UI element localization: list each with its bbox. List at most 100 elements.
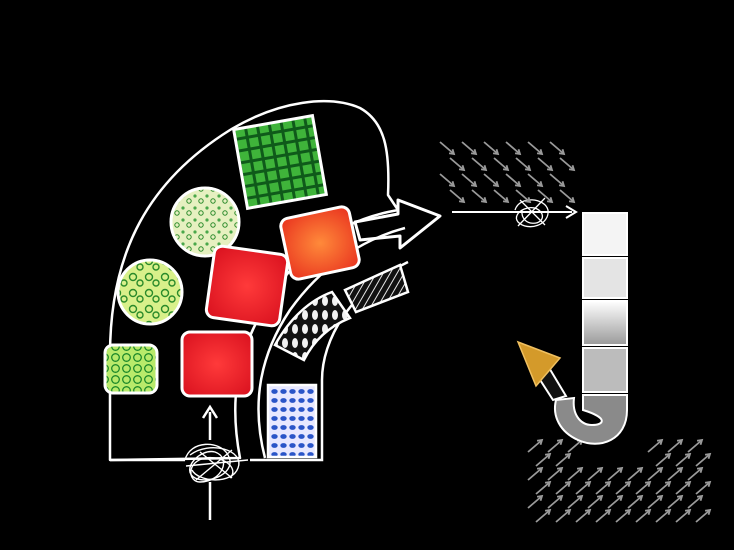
arrow-up-right-icon-head (624, 508, 632, 516)
arrow-down-right-icon (471, 189, 487, 203)
arrow-up-right-icon (535, 481, 551, 495)
arrow-up-right-icon-head (684, 480, 692, 488)
arrow-up-right-icon (675, 509, 691, 523)
arrow-up-right-icon (615, 481, 631, 495)
arrow-up-right-icon-head (556, 494, 564, 502)
arrow-up-right-icon (667, 467, 683, 481)
arrow-up-right-icon (555, 509, 571, 523)
arrow-up-right-icon (655, 453, 671, 467)
up-arrow-head-icon (201, 404, 219, 419)
arrow-up-right-icon-head (556, 466, 564, 474)
arrow-up-right-icon (595, 509, 611, 523)
cell-tile-middle (116, 258, 184, 326)
arrow-down-right-icon-head (448, 180, 456, 188)
arrow-down-right-icon-head (536, 180, 544, 188)
arrow-up-right-icon (687, 439, 703, 453)
arrow-down-right-icon (559, 157, 575, 171)
arrow-down-right-icon-head (514, 148, 522, 156)
arrow-down-right-icon (449, 189, 465, 203)
arrow-down-right-icon (493, 189, 509, 203)
outgoing-arrow-field (527, 438, 712, 523)
arrow-down-right-icon-head (524, 164, 532, 172)
red-orange-tile (204, 244, 290, 328)
arrow-up-right-icon-head (676, 466, 684, 474)
arrow-down-right-icon (439, 141, 455, 155)
arrow-down-right-icon (527, 173, 543, 187)
arrow-down-right-icon (505, 141, 521, 155)
arrow-up-right-icon-head (636, 466, 644, 474)
arrow-up-right-icon (635, 509, 651, 523)
arrow-up-right-icon (555, 453, 571, 467)
arrow-up-right-icon (547, 467, 563, 481)
pipeline-inner-edge (257, 226, 406, 459)
arrow-down-right-icon-head (492, 180, 500, 188)
arrow-up-right-icon-head (696, 438, 704, 446)
arrow-up-right-icon-head (576, 494, 584, 502)
arrow-down-right-icon (537, 189, 553, 203)
red-tile (180, 330, 254, 398)
arrow-up-right-icon (607, 495, 623, 509)
arrow-up-right-icon-head (704, 508, 712, 516)
arrow-down-right-icon-head (470, 148, 478, 156)
arrow-down-right-icon-head (524, 196, 532, 204)
arrow-up-right-icon (615, 509, 631, 523)
tube-cell-2 (582, 257, 628, 299)
arrow-up-right-icon-head (544, 480, 552, 488)
arrow-up-right-icon (655, 509, 671, 523)
arrow-up-right-icon-head (544, 452, 552, 460)
arrow-down-right-icon (515, 157, 531, 171)
arrow-down-right-icon-head (546, 164, 554, 172)
arrow-up-right-icon (535, 509, 551, 523)
arrow-up-right-icon-head (564, 480, 572, 488)
weave-segment (273, 290, 352, 362)
arrow-up-right-icon-head (604, 508, 612, 516)
tube-cell-3 (582, 300, 628, 346)
arrow-up-right-icon-head (596, 466, 604, 474)
cell-tile-top (169, 186, 241, 258)
arrow-down-right-icon (461, 173, 477, 187)
arrow-up-right-icon-head (664, 508, 672, 516)
arrow-down-right-icon (537, 157, 553, 171)
arrow-up-right-icon-head (536, 466, 544, 474)
arrow-up-right-icon-head (704, 480, 712, 488)
arrow-up-right-icon-head (616, 466, 624, 474)
arrow-up-right-icon (575, 509, 591, 523)
arrow-down-right-icon (461, 141, 477, 155)
arrow-up-right-icon (527, 467, 543, 481)
arrow-up-right-icon (547, 495, 563, 509)
orange-tile (279, 205, 361, 281)
arrow-down-right-icon (515, 189, 531, 203)
tube-cell-4 (582, 347, 628, 393)
arrow-up-right-icon (675, 453, 691, 467)
arrow-down-right-icon (449, 157, 465, 171)
j-tube-column-icon (516, 212, 628, 445)
arrow-down-right-icon-head (470, 180, 478, 188)
arrow-up-right-icon (527, 495, 543, 509)
arrow-down-right-icon-head (480, 196, 488, 204)
arrow-up-right-icon (595, 481, 611, 495)
arrow-up-right-icon-head (696, 466, 704, 474)
arrow-down-right-icon-head (480, 164, 488, 172)
arrow-up-right-icon-head (536, 438, 544, 446)
arrow-up-right-icon (695, 509, 711, 523)
arrow-up-right-icon-head (564, 452, 572, 460)
arrow-down-right-icon-head (546, 196, 554, 204)
arrow-up-right-icon (695, 453, 711, 467)
arrow-up-right-icon-head (596, 494, 604, 502)
arrow-up-right-icon-head (644, 508, 652, 516)
arrow-up-right-icon-head (576, 466, 584, 474)
arrow-up-right-icon-head (584, 508, 592, 516)
arrow-up-right-icon-head (676, 438, 684, 446)
arrow-up-right-icon (687, 495, 703, 509)
arrow-up-right-icon-head (556, 438, 564, 446)
arrow-up-right-icon (647, 495, 663, 509)
arrow-up-right-icon (675, 481, 691, 495)
arrow-down-right-icon-head (448, 148, 456, 156)
tube-cell-1 (582, 212, 628, 256)
arrow-up-right-icon (667, 439, 683, 453)
arrow-down-right-icon-head (536, 148, 544, 156)
arrow-up-right-icon (555, 481, 571, 495)
arrow-up-right-icon-head (624, 480, 632, 488)
arrow-up-right-icon (567, 495, 583, 509)
